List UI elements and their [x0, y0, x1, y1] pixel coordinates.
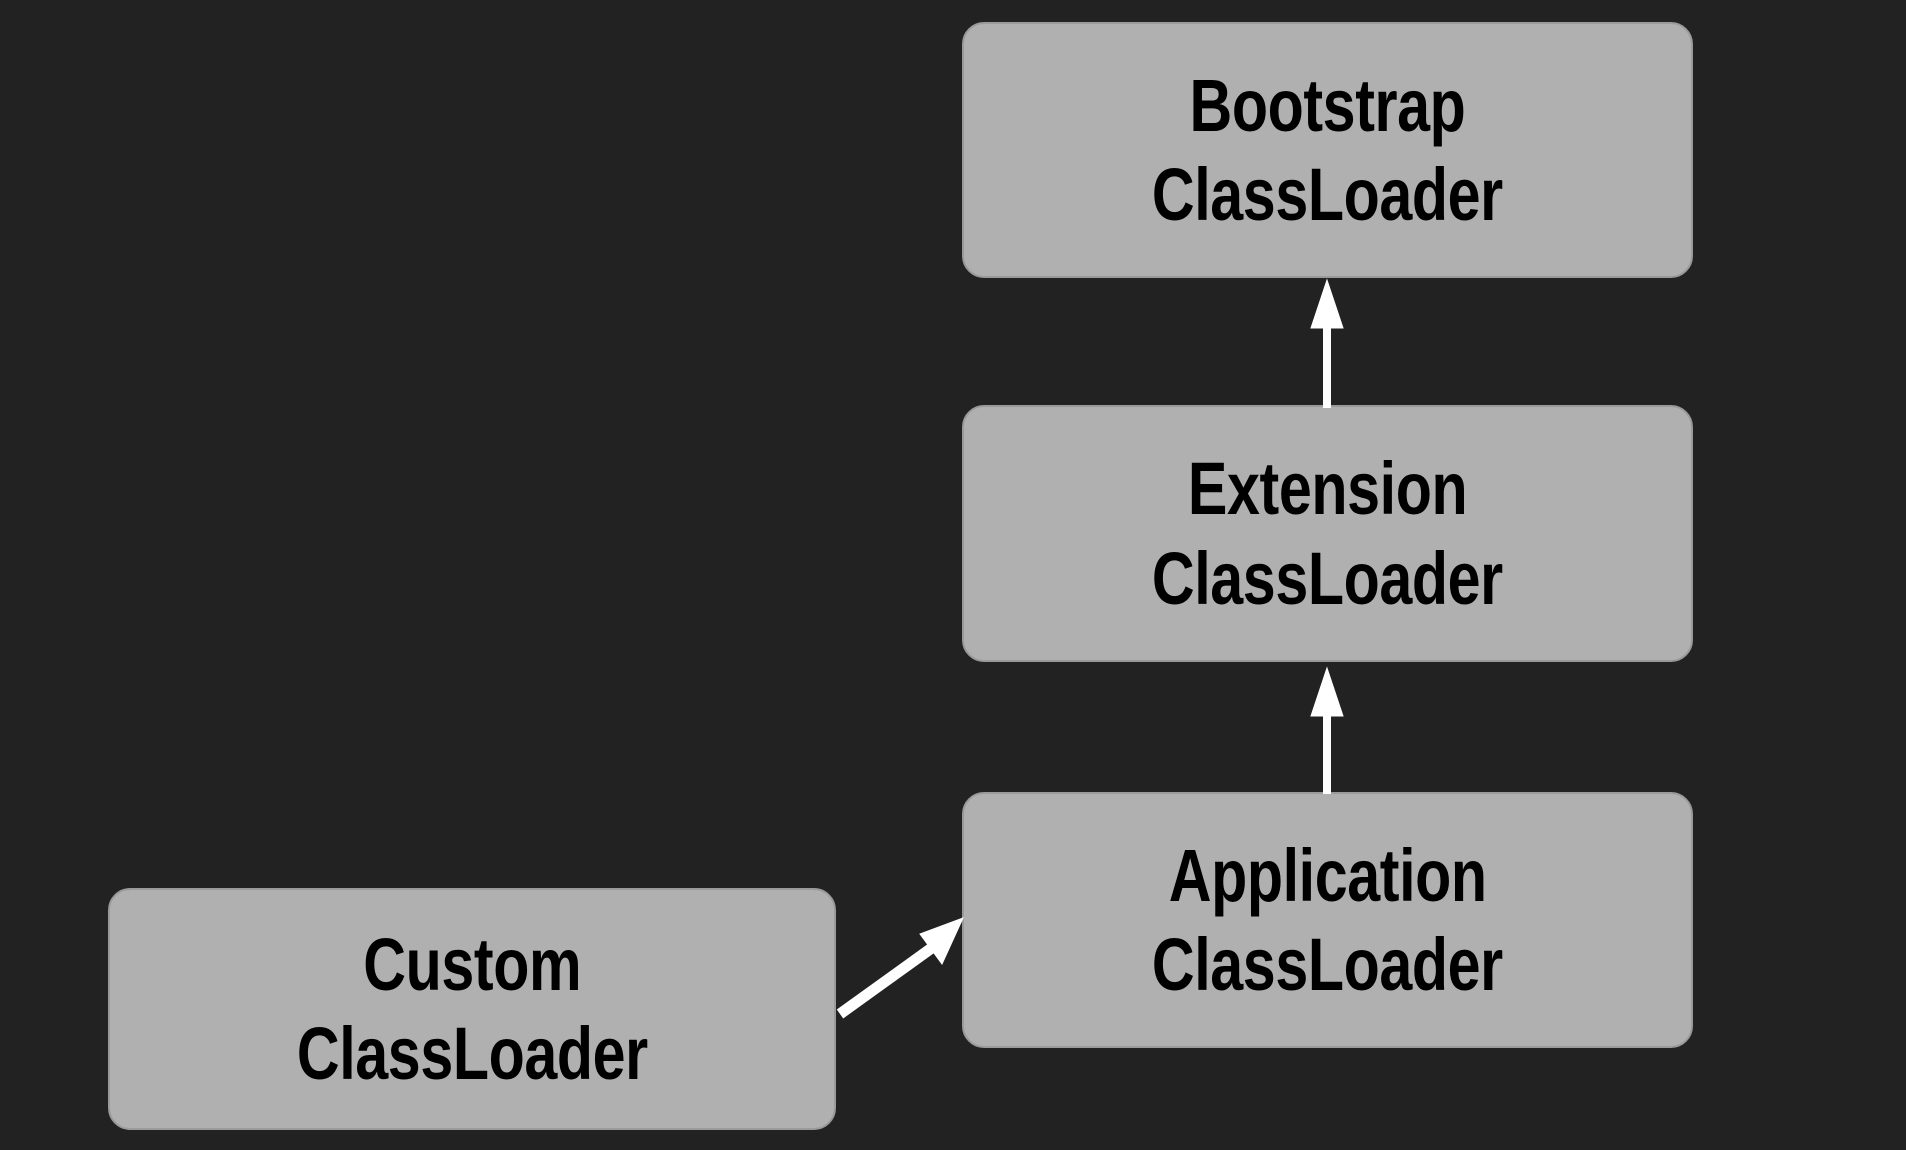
node-application-label-line2: ClassLoader: [1152, 923, 1503, 1006]
node-custom-label-line2: ClassLoader: [296, 1012, 648, 1095]
node-bootstrap-classloader[interactable]: Bootstrap ClassLoader: [962, 22, 1693, 278]
node-extension-label-line2: ClassLoader: [1152, 536, 1503, 620]
node-extension-label-line1: Extension: [1187, 447, 1468, 531]
node-application-label-line1: Application: [1168, 833, 1487, 917]
node-bootstrap-label-line2: ClassLoader: [1152, 153, 1503, 236]
arrow-application-to-extension: [1310, 666, 1344, 794]
node-extension-classloader[interactable]: Extension ClassLoader: [962, 405, 1693, 662]
arrow-extension-to-bootstrap: [1310, 278, 1344, 408]
node-custom-classloader[interactable]: Custom ClassLoader: [108, 888, 836, 1130]
node-bootstrap-label-line1: Bootstrap: [1189, 63, 1466, 147]
node-custom-label-line1: Custom: [363, 922, 581, 1006]
node-application-classloader[interactable]: Application ClassLoader: [962, 792, 1693, 1048]
